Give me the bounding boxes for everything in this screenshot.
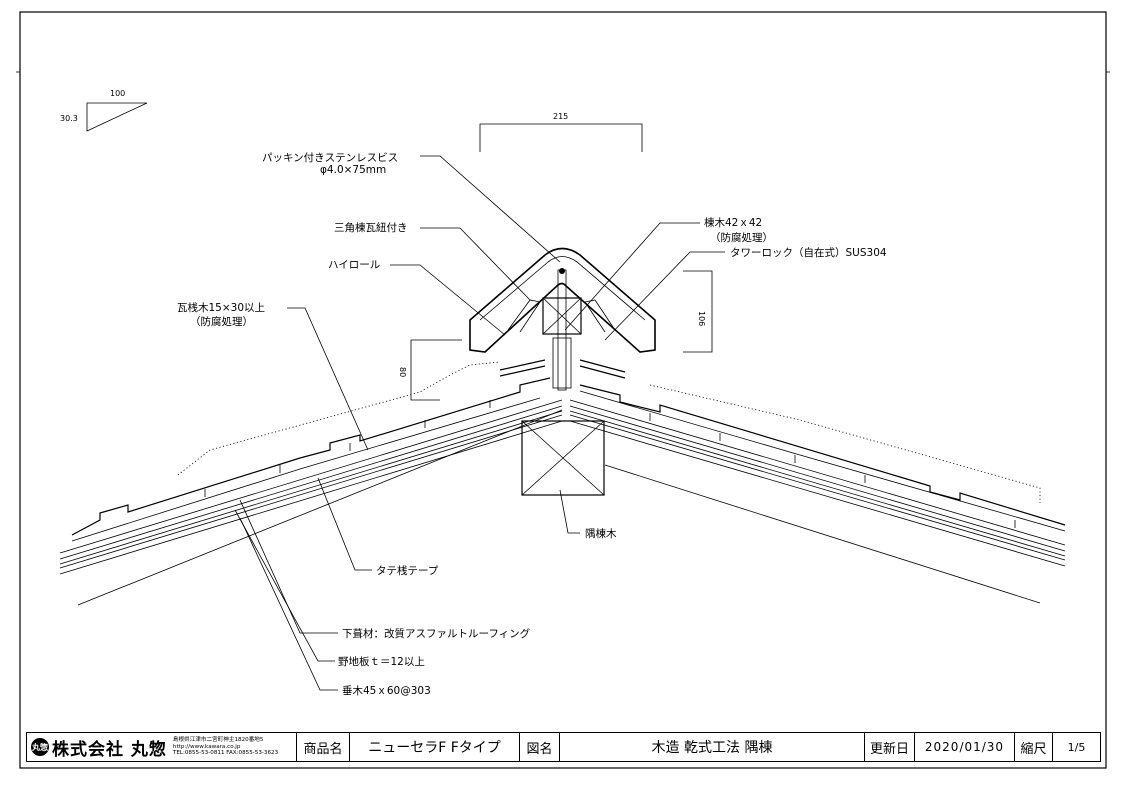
label-sheathing: 野地板ｔ＝12以上 bbox=[338, 655, 425, 668]
drawing-value: 木造 乾式工法 隅棟 bbox=[560, 733, 865, 761]
dimension-80: 80 bbox=[398, 339, 462, 401]
dimension-215: 215 bbox=[479, 112, 643, 152]
dim-215-value: 215 bbox=[553, 112, 568, 121]
dimension-106: 106 bbox=[683, 270, 713, 353]
label-tower-lock: タワーロック（自在式）SUS304 bbox=[730, 246, 887, 259]
title-block: 丸惣 株式会社 丸惣 島根県江津市二宮町神主1820番地5 http://www… bbox=[26, 732, 1101, 762]
roof-slope-right bbox=[569, 384, 1066, 604]
product-value: ニューセラF Fタイプ bbox=[350, 733, 520, 761]
roof-slope-left bbox=[59, 361, 563, 606]
hip-ridge-wood bbox=[521, 420, 605, 496]
label-tate-tape: タテ桟テープ bbox=[376, 564, 439, 577]
company-logo: 丸惣 bbox=[31, 738, 49, 756]
dim-106-value: 106 bbox=[697, 311, 706, 326]
label-ridge-wood: 棟木42ｘ42 bbox=[704, 216, 762, 229]
sheet-border bbox=[19, 11, 1107, 769]
company-cell: 丸惣 株式会社 丸惣 島根県江津市二宮町神主1820番地5 http://www… bbox=[27, 733, 297, 761]
dim-80-value: 80 bbox=[398, 367, 407, 377]
slope-run-value: 100 bbox=[110, 89, 125, 98]
slope-indicator: 100 30.3 bbox=[60, 89, 148, 132]
website-line: http://www.kawara.co.jp bbox=[172, 743, 241, 750]
product-label: 商品名 bbox=[297, 733, 350, 761]
label-rafter: 垂木45ｘ60@303 bbox=[342, 685, 431, 697]
label-ridge-tile: 三角棟瓦紐付き bbox=[334, 221, 408, 234]
label-batten-treatment: （防腐処理） bbox=[190, 315, 253, 328]
company-address: 島根県江津市二宮町神主1820番地5 http://www.kawara.co.… bbox=[173, 737, 278, 757]
label-batten: 瓦桟木15×30以上 bbox=[177, 301, 265, 314]
scale-value: 1/5 bbox=[1067, 740, 1086, 754]
slope-rise-value: 30.3 bbox=[60, 114, 78, 123]
label-underlay: 下葺材：改質アスファルトルーフィング bbox=[342, 627, 531, 640]
scale-label: 縮尺 bbox=[1015, 733, 1053, 761]
label-ridge-wood-treatment: （防腐処理） bbox=[710, 231, 773, 244]
address-line: 島根県江津市二宮町神主1820番地5 bbox=[172, 737, 264, 744]
label-screw: パッキン付きステンレスビス bbox=[262, 151, 398, 164]
ridge-tile bbox=[469, 247, 656, 391]
company-name: 株式会社 丸惣 bbox=[52, 739, 167, 760]
updated-label: 更新日 bbox=[865, 733, 915, 761]
drawing-label: 図名 bbox=[520, 733, 560, 761]
label-screw-size: φ4.0×75mm bbox=[320, 164, 386, 176]
phone-line: TEL:0855-53-0811 FAX:0855-53-3623 bbox=[172, 750, 279, 757]
updated-value: 2020/01/30 bbox=[915, 733, 1015, 761]
label-hiroll: ハイロール bbox=[328, 259, 380, 271]
leader-lines bbox=[234, 155, 725, 691]
label-hip-ridge-wood: 隅棟木 bbox=[585, 527, 617, 540]
